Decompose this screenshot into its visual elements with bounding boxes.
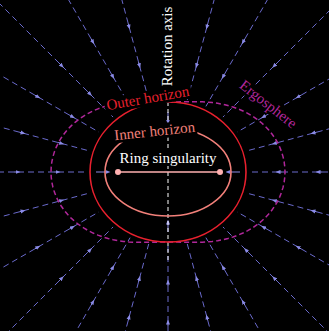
flow-arrowhead <box>128 317 129 321</box>
flow-line <box>187 244 235 331</box>
flow-line <box>0 42 99 132</box>
ring-end <box>217 169 223 175</box>
flow-line <box>38 0 130 106</box>
flow-arrowhead <box>91 39 93 42</box>
flow-arrowhead <box>59 278 62 281</box>
outer-horizon-outline <box>90 102 246 242</box>
rotation-axis <box>168 88 169 262</box>
flow-arrowhead <box>223 73 225 76</box>
flow-line <box>0 0 113 117</box>
flow-line <box>223 0 329 117</box>
flow-arrowhead <box>298 95 301 97</box>
flow-line <box>0 105 89 151</box>
flow-arrowhead <box>35 95 38 97</box>
flow-arrowhead <box>54 172 58 173</box>
flow-line <box>0 212 99 302</box>
flow-arrowhead <box>87 91 90 94</box>
flow-arrowhead <box>91 302 93 305</box>
flow-arrowhead <box>168 282 169 286</box>
flow-arrowhead <box>111 267 113 270</box>
flow-arrowhead <box>263 115 266 117</box>
flow-arrowhead <box>138 278 139 282</box>
flow-arrowhead <box>313 132 317 133</box>
ring-singularity <box>118 171 220 173</box>
flow-arrowhead <box>14 172 18 173</box>
flow-line <box>0 227 113 331</box>
flow-arrowhead <box>278 172 282 173</box>
flow-arrowhead <box>59 63 62 66</box>
ring-singularity-label: Ring singularity <box>117 151 218 166</box>
flow-arrowhead <box>243 302 245 305</box>
flow-arrowhead <box>69 227 72 229</box>
flow-arrowhead <box>274 278 277 281</box>
flow-arrowhead <box>168 322 169 326</box>
flow-arrowhead <box>87 250 90 253</box>
inner-horizon-label: Inner horizon <box>112 119 198 143</box>
flow-line <box>101 0 149 100</box>
flow-arrowhead <box>263 227 266 229</box>
flow-arrowhead <box>207 23 208 27</box>
flow-line <box>187 0 235 100</box>
ring-end <box>115 169 121 175</box>
flow-line <box>223 227 329 331</box>
flow-arrowhead <box>96 172 108 173</box>
flow-arrowhead <box>128 23 129 27</box>
flow-arrowhead <box>318 172 322 173</box>
flow-line <box>247 193 329 239</box>
flow-arrowhead <box>35 247 38 249</box>
axis-label: Rotation axis <box>160 4 175 88</box>
flow-arrowhead <box>207 317 208 321</box>
flow-arrowhead <box>274 63 277 66</box>
flow-arrowhead <box>19 132 23 133</box>
flow-arrowhead <box>19 211 23 212</box>
flow-line <box>250 172 329 173</box>
flow-arrowhead <box>223 267 225 270</box>
flow-arrowhead <box>228 172 240 173</box>
flow-arrowhead <box>58 142 62 143</box>
flow-arrowhead <box>243 39 245 42</box>
flow-arrowhead <box>313 211 317 212</box>
flow-line <box>38 238 130 331</box>
flow-line <box>206 238 298 331</box>
flow-arrowhead <box>196 278 197 282</box>
flow-line <box>237 212 329 302</box>
flow-line <box>0 193 89 239</box>
flow-line <box>101 244 149 331</box>
ergosphere-label: Ergosphere <box>235 76 301 132</box>
flow-arrowhead <box>298 247 301 249</box>
flow-arrowhead <box>111 73 113 76</box>
flow-arrowhead <box>69 115 72 117</box>
flow-line <box>0 172 86 173</box>
flow-arrowhead <box>196 62 197 66</box>
flow-arrowhead <box>246 250 249 253</box>
outer-horizon-label: Outer horizon <box>103 83 192 113</box>
ergosphere-outline <box>51 102 285 243</box>
flow-arrowhead <box>138 62 139 66</box>
